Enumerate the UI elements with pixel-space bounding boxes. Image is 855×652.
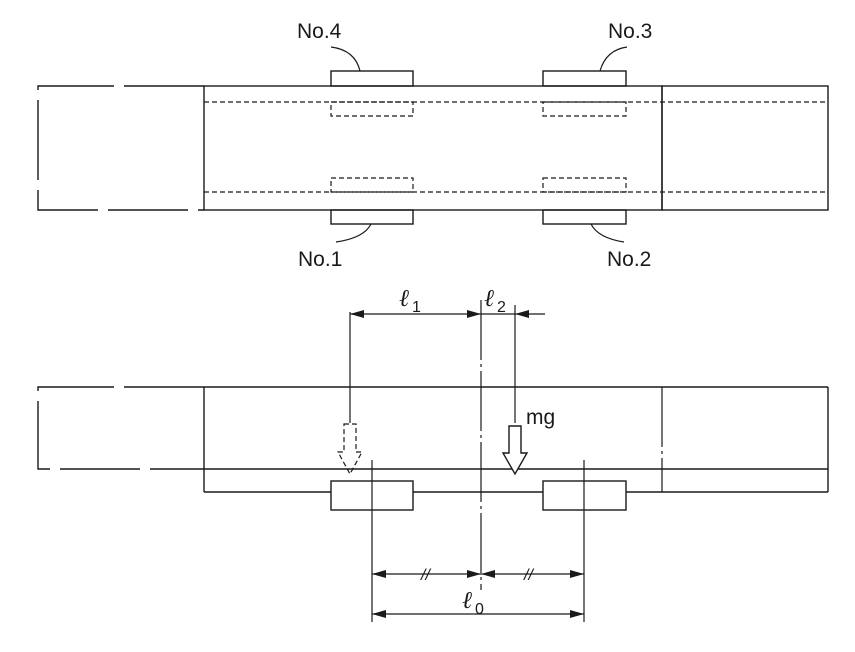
equal-mark-left: // <box>420 567 431 584</box>
pad-no4 <box>330 70 414 87</box>
top-view: No.4 No.3 No.1 No.2 <box>37 20 829 271</box>
dim-l0-arrow-right <box>570 610 584 618</box>
dim-half-left-arrow-right <box>467 570 481 578</box>
label-l2-symbol: ℓ <box>484 286 494 312</box>
dim-l1-arrow-right <box>467 310 481 318</box>
label-no2: No.2 <box>607 248 651 271</box>
right-extension <box>661 85 829 211</box>
dim-half-right-arrow-left <box>481 570 495 578</box>
dim-l0-arrow-left <box>372 610 386 618</box>
label-no1: No.1 <box>298 248 342 271</box>
pad-no2 <box>542 209 627 225</box>
label-l0-symbol: ℓ <box>462 588 472 614</box>
pad-no1 <box>330 209 414 225</box>
left-extension-outline <box>37 85 204 211</box>
label-mg: mg <box>526 406 555 429</box>
dim-l1-arrow-left <box>350 310 364 318</box>
leader-no1 <box>335 223 372 243</box>
dim-half-left-arrow-left <box>372 570 386 578</box>
label-l1-subscript: 1 <box>412 299 421 316</box>
label-no4: No.4 <box>297 20 342 43</box>
pad-no3 <box>542 70 627 87</box>
dim-l2-arrow <box>515 310 529 318</box>
label-l0-subscript: 0 <box>475 601 484 618</box>
hidden-pad-no4 <box>330 101 414 117</box>
label-no3: No.3 <box>608 20 652 43</box>
gravity-force-arrow <box>501 425 529 476</box>
side-left-extension-outline <box>37 386 204 470</box>
leader-no3 <box>599 46 628 72</box>
leader-no4 <box>330 46 361 72</box>
hidden-pad-no1 <box>330 177 414 193</box>
leader-no2 <box>590 223 625 243</box>
reaction-arrow-dashed <box>336 423 364 476</box>
dim-half-right-arrow-right <box>570 570 584 578</box>
label-l1-symbol: ℓ <box>399 286 409 312</box>
equal-mark-right: // <box>523 567 534 584</box>
hidden-pad-no3 <box>542 101 627 117</box>
side-view: ℓ 1 ℓ 2 mg // // ℓ 0 <box>37 286 829 622</box>
hidden-pad-no2 <box>542 177 627 193</box>
label-l2-subscript: 2 <box>497 299 506 316</box>
